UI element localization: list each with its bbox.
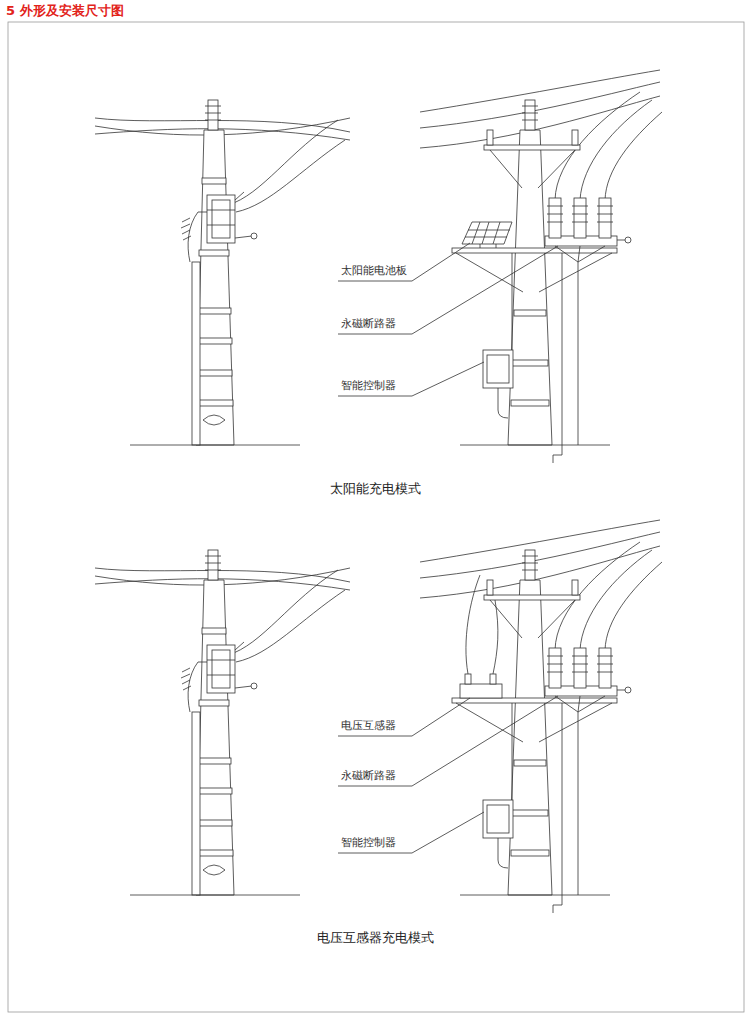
part-label: 电压互感器 [340,719,397,732]
part-label: 永磁断路器 [340,317,397,330]
part-label: 智能控制器 [340,836,397,849]
mode-caption: 电压互感器充电模式 [315,930,436,946]
page-title: 5 外形及安装尺寸图 [6,3,124,19]
part-label: 智能控制器 [340,379,397,392]
part-label: 太阳能电池板 [340,264,408,277]
part-label: 永磁断路器 [340,769,397,782]
mode-caption: 太阳能充电模式 [328,481,423,497]
